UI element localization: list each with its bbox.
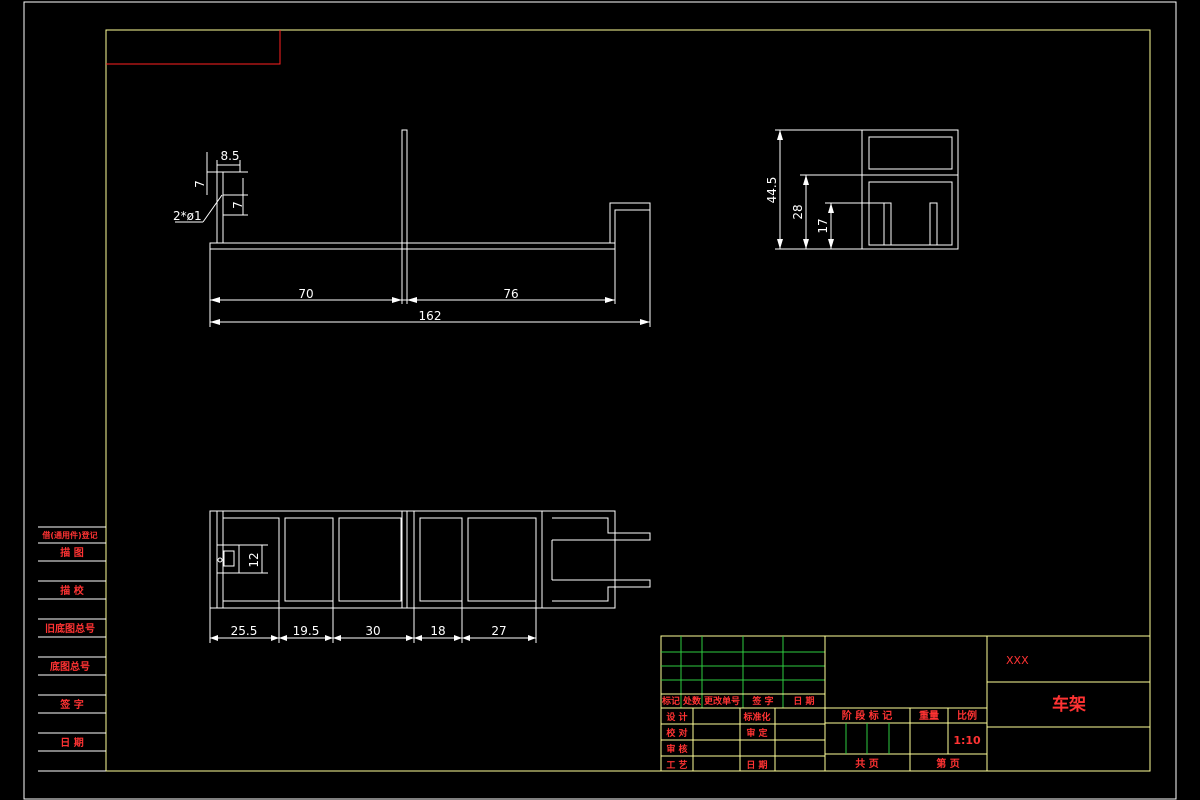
left-label-2: 描 校 xyxy=(60,584,84,597)
dim-162: 162 xyxy=(419,309,442,323)
right-hook xyxy=(609,202,651,249)
dim-19-5: 19.5 xyxy=(293,624,320,638)
sign-row-standard: 标准化 xyxy=(742,711,770,723)
inner-frame xyxy=(105,29,1151,772)
drawing-code: XXX xyxy=(1006,654,1029,667)
dim-25-5: 25.5 xyxy=(231,624,258,638)
dim-27: 27 xyxy=(491,624,506,638)
rev-header-count: 处数 xyxy=(682,695,702,707)
left-bracket xyxy=(216,171,224,244)
scale-value: 1:10 xyxy=(953,734,981,747)
dim-18: 18 xyxy=(430,624,445,638)
dim-7-upper: 7 xyxy=(193,180,207,188)
sign-row-approve: 审 定 xyxy=(746,727,768,739)
sign-row-check: 校 对 xyxy=(666,727,687,739)
dim-28: 28 xyxy=(791,204,805,219)
left-label-4: 底图总号 xyxy=(50,660,90,673)
rev-header-mark: 标记 xyxy=(661,695,680,707)
dim-holes: 2*ø1 xyxy=(173,209,202,223)
dim-44-5: 44.5 xyxy=(765,177,779,204)
dim-12: 12 xyxy=(247,552,261,567)
page-number: 第 页 xyxy=(936,757,959,770)
top-view: 12 25.5 19.5 30 18 27 xyxy=(209,510,651,643)
rev-header-date: 日 期 xyxy=(793,695,814,707)
sign-row-design: 设 计 xyxy=(666,711,687,723)
weight-label: 重量 xyxy=(919,709,939,722)
side-outer-box xyxy=(861,129,959,250)
sign-row-date: 日 期 xyxy=(746,759,767,771)
part-name: 车架 xyxy=(1052,694,1086,715)
left-label-3: 旧底图总号 xyxy=(45,622,95,635)
side-upper-panel xyxy=(868,136,953,170)
top-outer-frame xyxy=(209,510,616,609)
rev-header-change-no: 更改单号 xyxy=(704,695,740,707)
code-box xyxy=(106,30,281,65)
front-view: 8.5 7 7 2*ø1 70 76 162 xyxy=(173,129,651,327)
dim-70: 70 xyxy=(298,287,313,301)
base-bar xyxy=(209,242,616,250)
dim-30: 30 xyxy=(365,624,380,638)
side-view: 44.5 28 17 xyxy=(765,129,959,250)
vertical-post xyxy=(401,129,408,301)
stage-label: 阶 段 标 记 xyxy=(842,709,892,722)
title-block: 标记 处数 更改单号 签 字 日 期 设 计 标准化 校 对 审 定 审 核 工… xyxy=(660,635,1151,772)
dim-7-lower: 7 xyxy=(231,201,245,209)
side-lower-panel xyxy=(868,181,953,246)
left-column-table: 借(通用件)登记 描 图 描 校 旧底图总号 底图总号 签 字 日 期 xyxy=(38,526,106,772)
left-label-1: 描 图 xyxy=(60,546,83,559)
dim-76: 76 xyxy=(503,287,518,301)
left-label-6: 日 期 xyxy=(60,736,83,749)
rev-header-sign: 签 字 xyxy=(751,695,773,707)
left-label-5: 签 字 xyxy=(59,698,83,711)
revision-grid xyxy=(661,636,825,708)
outer-border xyxy=(23,1,1177,800)
dim-8-5: 8.5 xyxy=(220,149,239,163)
sign-row-process: 工 艺 xyxy=(666,759,687,771)
total-pages: 共 页 xyxy=(855,757,878,770)
dim-17: 17 xyxy=(816,218,830,233)
scale-label: 比例 xyxy=(957,709,977,722)
left-label-0: 借(通用件)登记 xyxy=(41,530,97,540)
sign-row-review: 审 核 xyxy=(666,743,687,755)
